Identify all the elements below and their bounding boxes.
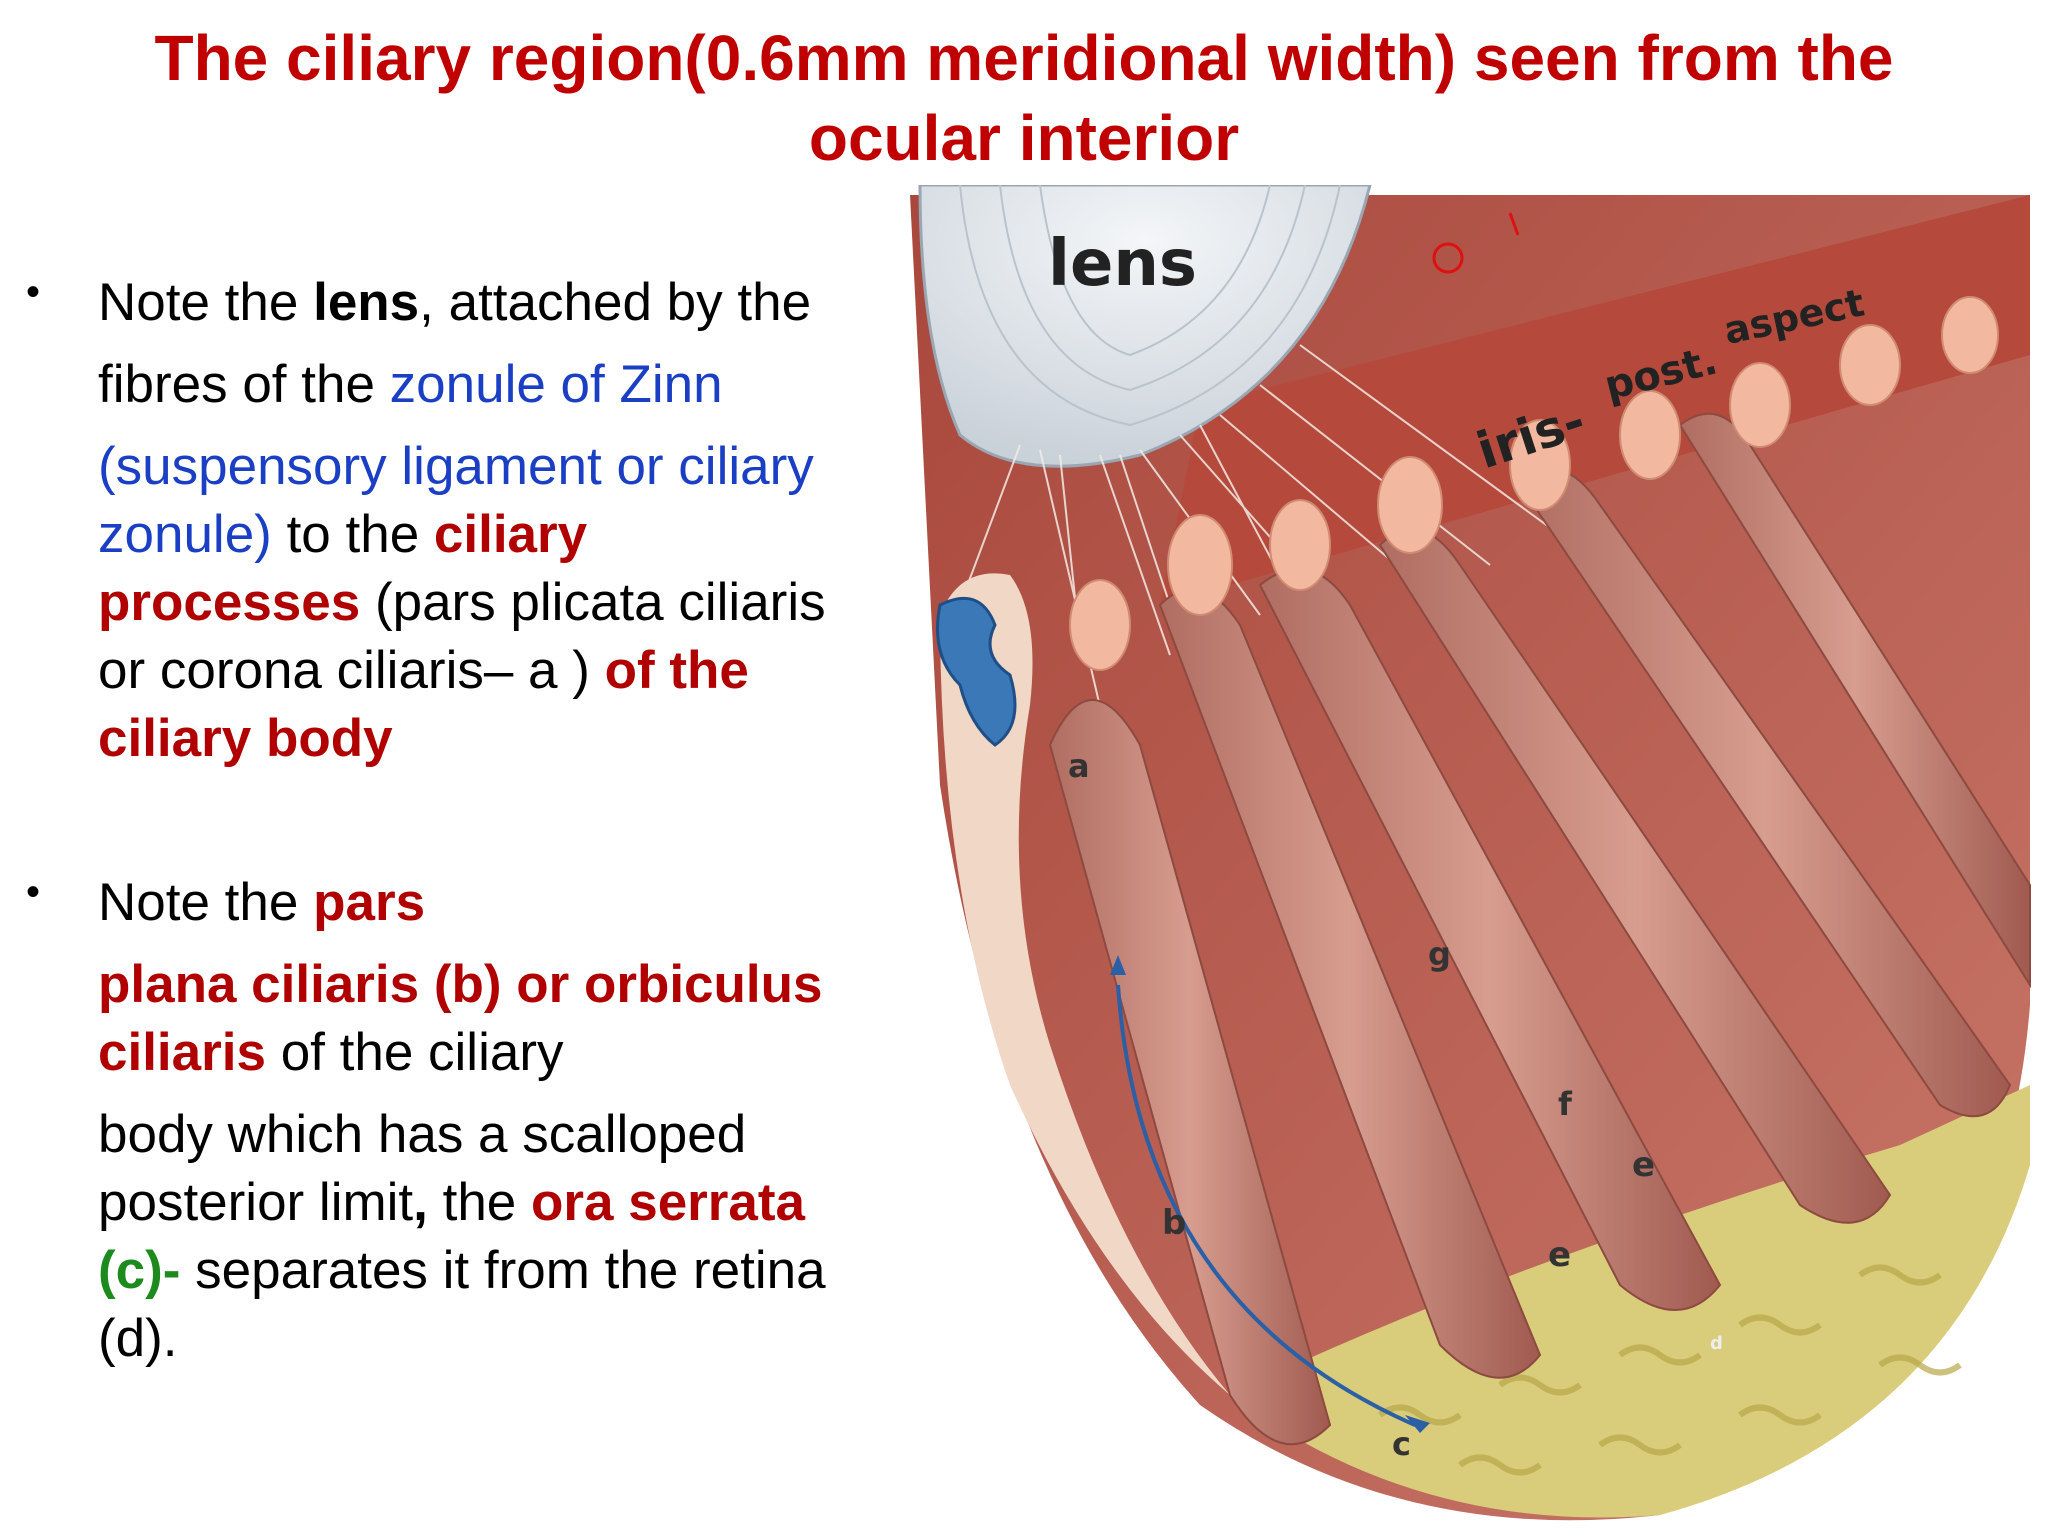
bullet1-line4: zonule) to the ciliary [98,502,587,568]
bullet1-line5: processes (pars plicata ciliaris [98,570,826,636]
lens-rings [959,185,1341,427]
arrow-head-bottom [1405,1415,1430,1433]
ora-serrata-term: ora serrata [531,1173,806,1232]
text: , attached by the [419,273,812,332]
label-b: b [1162,1203,1187,1243]
zonule-term: zonule of Zinn [389,355,723,414]
text: (pars plicata ciliaris [360,573,826,632]
anatomy-drawing [910,185,2031,1521]
label-g: g [1428,935,1451,973]
bullet2-line6: (c)- separates it from the retina [98,1238,826,1304]
bullet1-line2: fibres of the zonule of Zinn [98,352,723,418]
pars-plana-edge [940,573,1230,1395]
label-c: c [1392,1425,1411,1463]
text: separates it from the retina [180,1241,826,1300]
ciliary-term: ciliary [433,505,588,564]
text: of the [604,641,749,700]
pars-term: pars [313,873,426,932]
text: , [413,1173,428,1232]
bullet2-line4: body which has a scalloped [98,1105,747,1164]
ciliaris-term: ciliaris [98,1023,266,1082]
label-d: d [1710,1333,1723,1354]
ciliary-region-illustration: lens iris- post. aspect a b c d e e f g [900,185,2048,1525]
bullet-list: • Note the lens, attached by the fibres … [0,0,900,1536]
bullet2-line2: plana ciliaris (b) or orbiculus [98,955,823,1014]
page-title: The ciliary region(0.6mm meridional widt… [0,18,2048,178]
title-line-2: ocular interior [808,102,1240,174]
text: zonule) [98,505,272,564]
process-tips [1069,296,1999,671]
c-term: (c)- [98,1241,181,1300]
bullet1-line6: or corona ciliaris– a ) of the [98,638,749,704]
blue-tissue [936,596,1017,747]
lens-term: lens [313,273,420,332]
label-f: f [1558,1085,1572,1123]
bullet2-line3: ciliaris of the ciliary [98,1020,563,1086]
bullet-dot-1: • [26,270,41,314]
text: or corona ciliaris– a ) [98,641,605,700]
bullet-dot-2: • [26,870,41,914]
ciliary-fingers [1048,412,2031,1446]
label-e1: e [1632,1145,1656,1185]
text: of the ciliary [265,1023,564,1082]
label-lens: lens [1048,227,1197,301]
title-line-1: The ciliary region(0.6mm meridional widt… [154,22,1894,94]
label-a: a [1068,747,1090,785]
text: posterior limit [98,1173,414,1232]
label-e2: e [1548,1235,1572,1275]
text: fibres of the [98,355,390,414]
bullet2-line7: (d). [98,1309,178,1368]
pars-plana-arrow [1116,984,1416,1427]
text: Note the [98,273,314,332]
retina-texture [1378,1264,1962,1476]
bullet1-line1: Note the lens, attached by the [98,270,811,336]
bullet2-line1: Note the pars [98,870,425,936]
text: the [427,1173,532,1232]
red-marks [1432,212,1520,274]
bullet1-line3: (suspensory ligament or ciliary [98,437,814,496]
bullet2-line5: posterior limit, the ora serrata [98,1170,805,1236]
text: to the [271,505,434,564]
text: Note the [98,873,314,932]
bullet1-line7: ciliary body [98,709,393,768]
arrow-head-top [1110,955,1126,975]
processes-term: processes [98,573,361,632]
